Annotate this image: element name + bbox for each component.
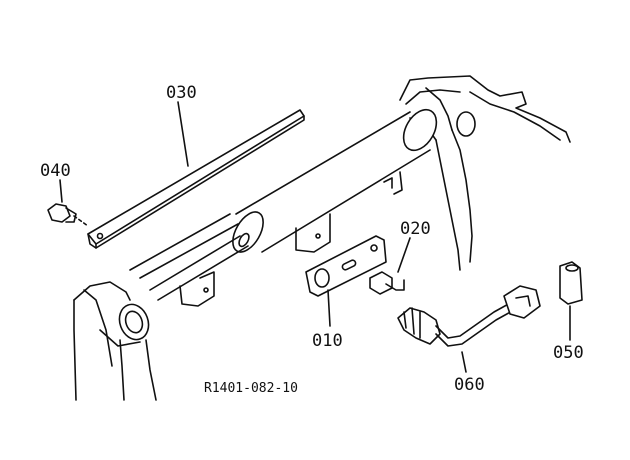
reference-code: R1401-082-10 [204,381,298,396]
plate-010 [305,235,387,297]
frame-bracket [383,75,571,271]
leader-030 [177,101,189,167]
label-050: 050 [553,343,584,363]
label-010: 010 [312,331,343,351]
label-040: 040 [40,161,71,181]
strip-030 [87,109,305,249]
harness-060 [397,285,541,347]
label-060: 060 [454,375,485,395]
bolt-040 [47,203,77,223]
label-030: 030 [166,83,197,103]
axis-040 [73,215,89,227]
leader-020 [397,237,411,273]
leader-010 [327,289,331,327]
main-shaft [129,108,438,301]
label-020: 020 [400,219,431,239]
leader-040 [59,179,63,203]
bolt-020 [369,271,405,295]
left-support [73,281,157,401]
leader-060 [461,351,467,373]
cap-050 [559,261,583,305]
mount-tab-left [179,271,215,307]
mount-tab-right [295,213,331,253]
